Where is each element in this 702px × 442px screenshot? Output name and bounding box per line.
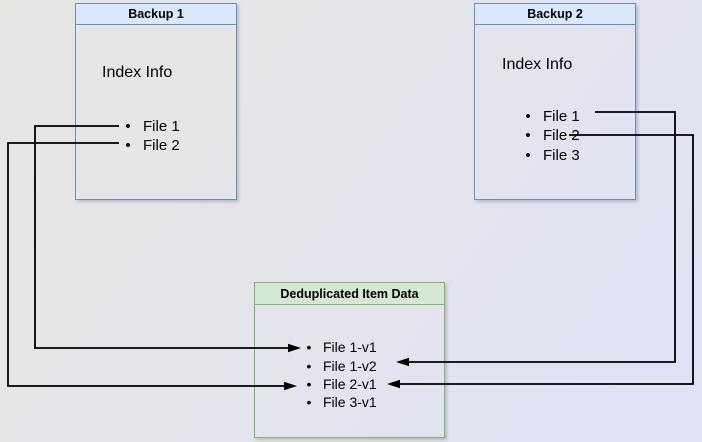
file-list-item: • File 2-v1 (304, 375, 377, 393)
file-label: File 2-v1 (323, 375, 377, 392)
file-list-item: • File 2 (123, 136, 180, 155)
bullet-icon: • (525, 108, 531, 126)
file-list-item: • File 1-v1 (304, 338, 377, 356)
file-label: File 2 (143, 137, 180, 155)
file-label: File 1-v2 (323, 357, 377, 374)
bullet-icon: • (306, 394, 312, 411)
bullet-icon: • (125, 118, 131, 136)
backup2-box: Backup 2 Index Info • File 1 • File 2 • File … (474, 3, 636, 200)
file-list-item: • File 1 (123, 117, 180, 136)
file-label: File 1 (543, 108, 580, 126)
file-label: File 3 (543, 146, 580, 164)
backup1-box: Backup 1 Index Info • File 1 • File 2 (75, 3, 237, 200)
deduplicated-item-data-box: Deduplicated Item Data • File 1-v1 • File 1… (254, 282, 445, 438)
backup1-title: Backup 1 (76, 4, 236, 25)
dedup-file-list: • File 1-v1 • File 1-v2 • File 2-v1 • File 3-v1 (304, 338, 377, 412)
backup2-file-list: • File 1 • File 2 • File 3 (523, 107, 580, 165)
bullet-icon: • (125, 137, 131, 155)
bullet-icon: • (306, 339, 312, 356)
file-list-item: • File 1-v2 (304, 356, 377, 374)
dedup-title: Deduplicated Item Data (255, 283, 444, 305)
file-label: File 1 (143, 118, 180, 136)
bullet-icon: • (306, 357, 312, 374)
backup1-file-list: • File 1 • File 2 (123, 117, 180, 156)
file-list-item: • File 3 (523, 146, 580, 165)
file-list-item: • File 1 (523, 107, 580, 126)
file-label: File 2 (543, 127, 580, 145)
file-label: File 1-v1 (323, 339, 377, 356)
bullet-icon: • (525, 146, 531, 164)
backup1-index-info-heading: Index Info (102, 64, 173, 81)
file-label: File 3-v1 (323, 394, 377, 411)
backup2-title: Backup 2 (475, 4, 635, 25)
file-list-item: • File 3-v1 (304, 393, 377, 411)
bullet-icon: • (306, 375, 312, 392)
bullet-icon: • (525, 127, 531, 145)
backup2-index-info-heading: Index Info (502, 56, 573, 73)
file-list-item: • File 2 (523, 126, 580, 145)
